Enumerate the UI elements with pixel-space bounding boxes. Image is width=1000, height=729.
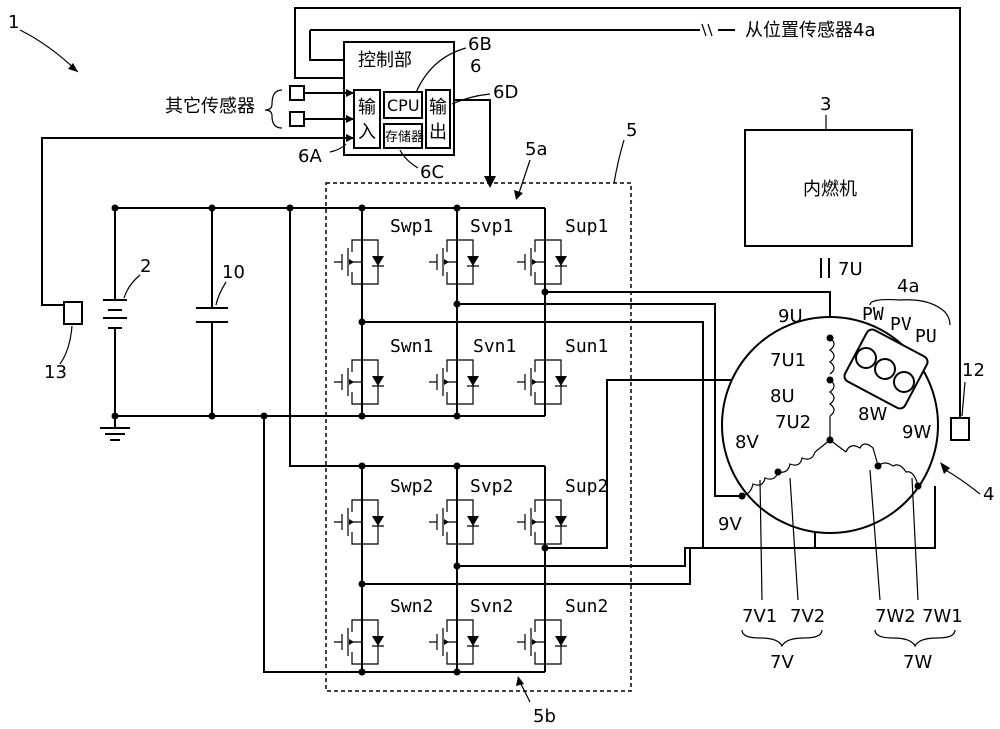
svg-text:PU: PU <box>915 326 937 347</box>
svg-text:7W2: 7W2 <box>875 606 916 627</box>
switch-label: Sup1 <box>565 216 608 237</box>
mosfet-switch <box>429 359 479 405</box>
figure-ref-arrow <box>19 29 79 73</box>
svg-text:2: 2 <box>140 256 151 277</box>
sensor-12 <box>950 417 970 441</box>
switch-label: Sup2 <box>565 476 608 497</box>
mosfet-switch <box>429 619 479 665</box>
mosfet-switch <box>517 239 567 285</box>
svg-text:5b: 5b <box>533 706 556 727</box>
coil-7w1 <box>877 462 919 487</box>
coil-7u1 <box>829 337 835 375</box>
switch-label: Svn2 <box>470 596 513 617</box>
controller-memory <box>383 123 423 149</box>
phase-v-upper <box>457 303 742 497</box>
phase-w-lower <box>362 548 691 585</box>
svg-text:7V2: 7V2 <box>790 606 825 627</box>
svg-text:7V1: 7V1 <box>742 606 777 627</box>
svg-text:8W: 8W <box>858 404 887 425</box>
svg-text:输: 输 <box>358 97 376 118</box>
engine-label: 内燃机 <box>803 179 857 200</box>
mosfet-switch <box>517 499 567 545</box>
battery-2 <box>103 299 127 329</box>
svg-text:输: 输 <box>429 97 447 118</box>
mosfet-switch <box>334 239 384 285</box>
engine-box <box>744 129 913 247</box>
switch-label: Svn1 <box>473 336 516 357</box>
svg-text:6B: 6B <box>468 34 492 55</box>
svg-text:4a: 4a <box>897 276 919 297</box>
mosfet-switch <box>334 619 384 665</box>
svg-text:9U: 9U <box>778 306 803 327</box>
svg-text:9V: 9V <box>718 514 742 535</box>
mosfet-switch <box>517 359 567 405</box>
capacitor-10 <box>196 208 228 416</box>
coil-7v1 <box>741 471 779 497</box>
svg-text:入: 入 <box>358 122 376 143</box>
control-signal-line <box>454 99 491 180</box>
shaft <box>820 258 830 278</box>
mosfet-switch <box>429 499 479 545</box>
switch-label: Swp1 <box>390 216 433 237</box>
switch-label: Swn1 <box>390 336 433 357</box>
figure-ref-label: 1 <box>8 12 19 33</box>
ground-symbol <box>100 416 130 441</box>
svg-text:存储器: 存储器 <box>385 130 424 145</box>
svg-text:7U1: 7U1 <box>770 350 806 371</box>
svg-text:7U: 7U <box>838 259 863 280</box>
svg-text:PW: PW <box>862 304 884 325</box>
mosfet-switch <box>429 239 479 285</box>
svg-text:CPU: CPU <box>387 96 420 115</box>
svg-text:5: 5 <box>626 120 637 141</box>
svg-text:4: 4 <box>983 484 994 505</box>
svg-text:6A: 6A <box>298 146 322 167</box>
position-sensor-source: 从位置传感器4a <box>745 20 875 41</box>
inverter-5 <box>325 182 632 692</box>
svg-text:7W1: 7W1 <box>922 606 963 627</box>
phase-w-upper <box>362 321 704 510</box>
svg-text:7W: 7W <box>903 652 932 673</box>
other-sensors-label: 其它传感器 <box>165 96 255 117</box>
position-feedback-line <box>294 7 961 420</box>
svg-text:8U: 8U <box>770 386 795 407</box>
svg-text:5a: 5a <box>525 139 547 160</box>
controller-output <box>425 89 451 149</box>
svg-text:13: 13 <box>44 362 67 383</box>
switch-label: Swp2 <box>390 476 433 497</box>
switch-group <box>334 239 567 665</box>
svg-text:出: 出 <box>429 122 447 143</box>
controller-cpu <box>383 91 423 119</box>
mosfet-switch <box>334 359 384 405</box>
mosfet-switch <box>334 499 384 545</box>
switch-label: Sun1 <box>565 336 608 357</box>
switch-label: Swn2 <box>390 596 433 617</box>
svg-text:3: 3 <box>820 94 831 115</box>
svg-text:8V: 8V <box>735 432 759 453</box>
switch-label: Svp2 <box>470 476 513 497</box>
svg-text:6: 6 <box>470 56 481 77</box>
svg-text:6D: 6D <box>493 82 518 103</box>
controller-title: 控制部 <box>358 50 412 71</box>
svg-text:PV: PV <box>890 314 912 335</box>
svg-text:10: 10 <box>222 262 245 283</box>
svg-text:6C: 6C <box>420 162 444 183</box>
svg-text:7U2: 7U2 <box>775 412 811 433</box>
svg-text:7V: 7V <box>770 652 794 673</box>
coil-7w2 <box>845 443 879 467</box>
sensor13-line <box>41 137 354 306</box>
switch-label: Svp1 <box>470 216 513 237</box>
svg-text:12: 12 <box>962 360 985 381</box>
mosfet-switch <box>517 619 567 665</box>
sensor-13 <box>63 301 83 325</box>
svg-text:9W: 9W <box>902 422 931 443</box>
coil-7v2 <box>777 451 816 473</box>
coil-7u2 <box>829 379 835 417</box>
switch-label: Sun2 <box>565 596 608 617</box>
phase-u-lower <box>545 379 824 549</box>
